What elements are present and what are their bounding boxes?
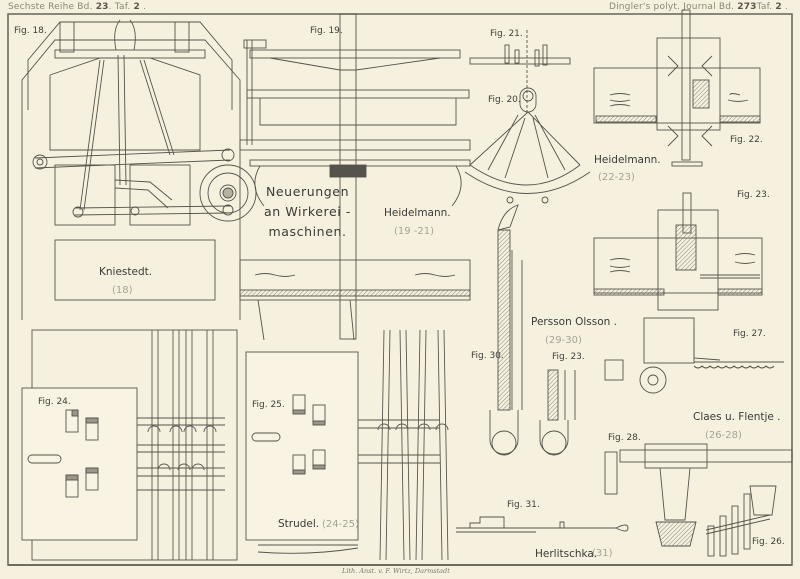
plate-title-line-1: Neuerungen bbox=[265, 184, 350, 199]
inventor-heidelmann-22-23: Heidelmann. bbox=[594, 154, 661, 166]
inventor-kniestedt: Kniestedt. bbox=[99, 266, 153, 278]
inventor-heidelmann-19-21: Heidelmann. bbox=[384, 207, 451, 219]
fig29-label: Fig. 23. bbox=[552, 352, 585, 362]
plate-number: 2 bbox=[775, 2, 782, 12]
fig18-label: Fig. 18. bbox=[14, 26, 47, 36]
volume-number: 23 bbox=[95, 2, 109, 12]
inventor-heidelmann-22-23-figs: (22-23) bbox=[598, 172, 635, 183]
inventor-herlitschka: Herlitschka. bbox=[535, 548, 598, 560]
journal-title-text: Dingler's polyt. Journal Bd. bbox=[608, 2, 735, 12]
plate-title-line-3: maschinen. bbox=[268, 224, 347, 239]
lithographer-credit: Lith. Anst. v. F. Wirtz, Darmstadt bbox=[342, 567, 450, 575]
fig27-28-drawing bbox=[604, 317, 793, 547]
plate-prefix: . Taf. bbox=[108, 2, 131, 12]
fig30-label: Fig. 30. bbox=[471, 351, 504, 361]
fig22-label: Fig. 22. bbox=[730, 135, 763, 145]
inventor-persson-olsson: Persson Olsson . bbox=[531, 316, 617, 328]
fig25-label: Fig. 25. bbox=[252, 400, 285, 410]
fig19-drawing bbox=[239, 13, 471, 341]
inventor-strudel-figs: (24-25) bbox=[322, 519, 359, 530]
journal-series-text: Sechste Reihe Bd. bbox=[8, 2, 93, 12]
fig26-label: Fig. 26. bbox=[752, 537, 785, 547]
fig23-label: Fig. 23. bbox=[737, 190, 770, 200]
inventor-persson-olsson-figs: (29-30) bbox=[545, 335, 582, 346]
plate-title-line-2: an Wirkerei - bbox=[264, 204, 352, 219]
plate-number: 2 bbox=[133, 2, 141, 12]
inventor-strudel: Strudel. bbox=[278, 518, 320, 530]
fig28-label: Fig. 28. bbox=[608, 433, 641, 443]
fig20-drawing bbox=[464, 87, 591, 204]
needle-bank-right bbox=[377, 329, 449, 561]
plate-prefix: Taf. bbox=[756, 2, 773, 12]
fig31-label: Fig. 31. bbox=[507, 500, 540, 510]
fig29-drawing bbox=[539, 369, 576, 456]
fig26-drawing bbox=[705, 485, 777, 557]
fig31-drawing bbox=[456, 516, 629, 533]
inventor-kniestedt-figs: (18) bbox=[112, 285, 133, 296]
inventor-claes-flentje: Claes u. Flentje . bbox=[693, 411, 781, 423]
plate-title: Neuerungen an Wirkerei - maschinen. bbox=[264, 182, 351, 242]
fig30-drawing bbox=[489, 204, 523, 456]
fig22-drawing bbox=[593, 9, 761, 167]
needle-bank-left bbox=[147, 330, 217, 560]
inventor-heidelmann-19-21-figs: (19 -21) bbox=[394, 226, 435, 237]
inventor-herlitschka-figs: (31) bbox=[592, 548, 613, 559]
fig25-frame bbox=[245, 351, 440, 554]
inventor-claes-flentje-figs: (26-28) bbox=[705, 430, 742, 441]
header-right: Dingler's polyt. Journal Bd. 273Taf. 2 . bbox=[608, 2, 788, 12]
fig21-label: Fig. 21. bbox=[490, 29, 523, 39]
fig24-label: Fig. 24. bbox=[38, 397, 71, 407]
fig27-label: Fig. 27. bbox=[733, 329, 766, 339]
fig20-label: Fig. 20. bbox=[488, 95, 521, 105]
fig18-drawing bbox=[21, 19, 257, 320]
volume-number: 273 bbox=[737, 2, 757, 12]
fig23-drawing bbox=[593, 192, 763, 311]
fig19-label: Fig. 19. bbox=[310, 26, 343, 36]
fig24-frame bbox=[21, 329, 238, 561]
header-left: Sechste Reihe Bd. 23. Taf. 2 . bbox=[8, 2, 147, 12]
